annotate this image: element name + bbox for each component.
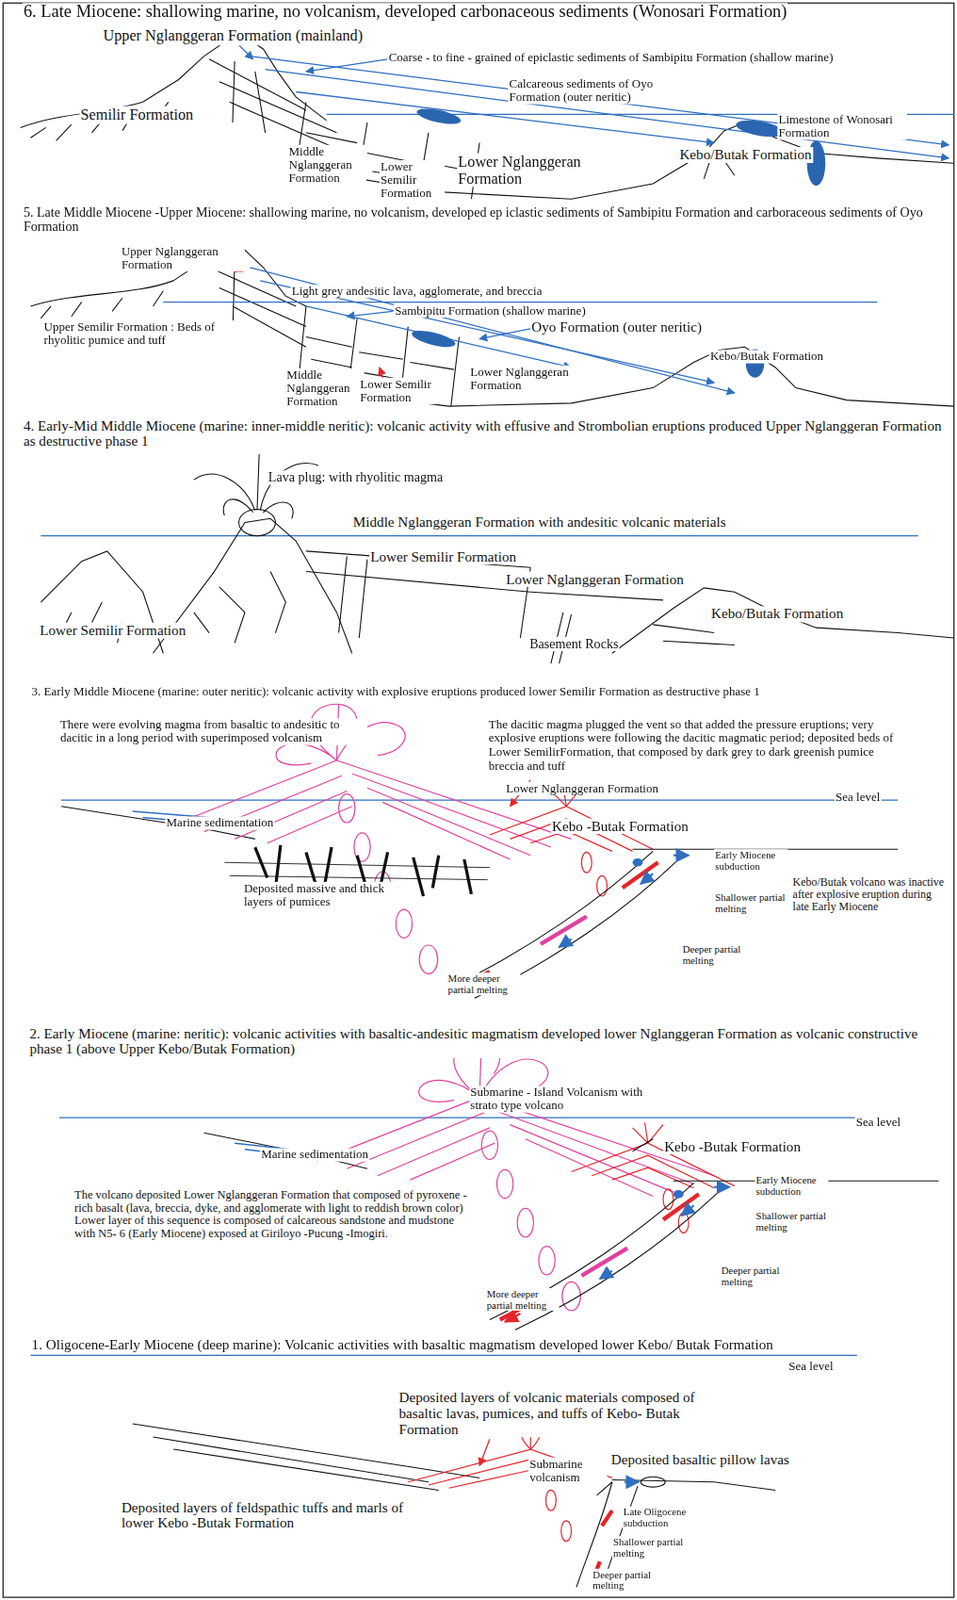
annotation-label: Early Miocene subduction	[755, 1174, 829, 1198]
annotation-label: There were evolving magma from basaltic …	[59, 718, 368, 747]
annotation-label: Upper Nglanggeran Formation	[120, 244, 245, 273]
annotation-label: Deeper partial melting	[681, 942, 756, 966]
panel-heading: 1. Oligocene-Early Miocene (deep marine)…	[30, 1336, 775, 1353]
annotation-label: Early Miocene subduction	[713, 848, 788, 872]
annotation-label: Lower Semilir Formation	[369, 549, 518, 566]
annotation-label: Kebo/Butak Formation	[710, 605, 844, 622]
sketch-line	[479, 328, 531, 340]
sketch-line	[624, 1480, 639, 1483]
sketch-line	[40, 291, 163, 319]
annotation-label: Deposited basaltic pillow lavas	[610, 1451, 791, 1468]
annotation-label: Kebo/Butak volcano was inactive after ex…	[792, 875, 948, 912]
sketch-line	[209, 59, 347, 154]
annotation-label: Semilir Formation	[79, 106, 195, 124]
annotation-label: Shallower partial melting	[755, 1210, 829, 1233]
annotation-label: Lava plug: with rhyolitic magma	[267, 470, 445, 485]
annotation-label: Middle Nglanggeran Formation	[285, 368, 364, 409]
annotation-label: Kebo -Butak Formation	[663, 1138, 802, 1155]
panel-heading: 4. Early-Mid Middle Miocene (marine: inn…	[22, 418, 943, 450]
sketch-line	[316, 1040, 714, 1311]
annotation-label: Upper Nglanggeran Formation (mainland)	[101, 27, 364, 45]
panel-heading: 2. Early Miocene (marine: neritic): volc…	[28, 1025, 949, 1057]
annotation-label: Marine sedimentation	[164, 816, 275, 830]
annotation-label: Limestone of Wonosari Formation	[777, 113, 908, 141]
sketch-line	[612, 587, 955, 653]
sketch-line	[194, 571, 286, 644]
annotation-label: Shallower partial melting	[612, 1535, 686, 1558]
annotation-label: Middle Nglanggeran Formation with andesi…	[352, 514, 728, 531]
annotation-label: The dacitic magma plugged the vent so th…	[487, 718, 898, 773]
annotation-label: The volcano deposited Lower Nglanggeran …	[73, 1187, 469, 1240]
annotation-label: Shallower partial melting	[713, 892, 788, 915]
sketch-line	[162, 301, 877, 303]
annotation-label: Submarine - Island Volcanism with strato…	[469, 1085, 645, 1113]
annotation-label: Lower Nglanggeran Formation	[504, 571, 685, 588]
sketch-line	[234, 40, 955, 159]
annotation-label: Basement Rocks	[528, 636, 619, 651]
annotation-label: Submarine volcanism	[528, 1457, 607, 1485]
sketch-line	[489, 785, 653, 896]
annotation-label: Calcareous sediments of Oyo Formation (o…	[507, 77, 679, 105]
annotation-label: Lower Semilir Formation	[379, 160, 445, 201]
annotation-label: Lower Nglanggeran Formation	[469, 365, 584, 393]
annotation-label: Sea level	[855, 1115, 902, 1129]
sketch-line	[407, 1420, 613, 1577]
sketch-line	[407, 1448, 613, 1488]
annotation-label: Light grey andesitic lava, agglomerate, …	[291, 284, 544, 298]
annotation-label: Middle Nglanggeran Formation	[287, 145, 366, 186]
annotation-label: Lower Semilir Formation	[358, 377, 448, 406]
annotation-label: Coarse - to fine - grained of epiclastic…	[388, 50, 835, 65]
annotation-label: Deposited layers of feldspathic tuffs an…	[120, 1499, 408, 1531]
sketch-line	[632, 1138, 654, 1152]
sketch-line	[415, 105, 462, 128]
sketch-line	[194, 454, 319, 519]
annotation-label: Kebo -Butak Formation	[551, 818, 690, 835]
annotation-label: Kebo/Butak Formation	[709, 350, 825, 364]
annotation-label: Deeper partial melting	[720, 1264, 795, 1287]
annotation-label: Sambipitu Formation (shallow marine)	[393, 304, 587, 318]
annotation-label: Deeper partial melting	[591, 1568, 666, 1591]
panel-heading: 3. Early Middle Miocene (marine: outer n…	[30, 684, 761, 698]
sketch-line	[601, 1509, 613, 1525]
panel-heading: 5. Late Middle Miocene -Upper Miocene: s…	[22, 205, 943, 235]
annotation-label: Lower Semilir Formation	[38, 622, 187, 639]
sketch-line	[20, 36, 955, 199]
panel-heading: 6. Late Miocene: shallowing marine, no v…	[22, 2, 789, 22]
sketch-line	[561, 1520, 572, 1541]
annotation-label: Oyo Formation (outer neritic)	[530, 319, 703, 336]
sketch-line	[40, 535, 919, 536]
annotation-label: Lower Nglanggeran Formation	[504, 781, 660, 795]
annotation-label: Sea level	[787, 1359, 834, 1373]
annotation-label: Marine sedimentation	[259, 1148, 370, 1162]
annotation-label: Deposited layers of volcanic materials c…	[397, 1389, 742, 1437]
sketch-line	[410, 327, 457, 351]
sketch-line	[479, 1438, 490, 1465]
annotation-label: Lower Nglanggeran Formation	[456, 152, 602, 187]
annotation-label: More deeper partial melting	[446, 972, 520, 995]
sketch-line	[545, 1489, 556, 1510]
sketch-line	[59, 1116, 898, 1118]
sketch-line	[640, 1476, 666, 1487]
annotation-label: Upper Semilir Formation : Beds of rhyoli…	[42, 320, 239, 348]
annotation-label: Deposited massive and thick layers of pu…	[243, 881, 408, 909]
sketch-line	[346, 310, 393, 316]
annotation-label: More deeper partial melting	[486, 1287, 560, 1311]
sketch-line	[61, 799, 898, 801]
sketch-line	[238, 508, 276, 536]
sketch-line	[249, 56, 949, 146]
sketch-line	[162, 267, 877, 393]
annotation-label: Sea level	[834, 790, 881, 804]
sketch-line	[30, 1354, 857, 1356]
sketch-line	[306, 59, 389, 72]
annotation-label: Late Oligocene subduction	[622, 1506, 697, 1529]
sketch-line	[20, 36, 327, 128]
annotation-label: Kebo/Butak Formation	[678, 146, 812, 163]
sketch-line	[265, 69, 950, 159]
